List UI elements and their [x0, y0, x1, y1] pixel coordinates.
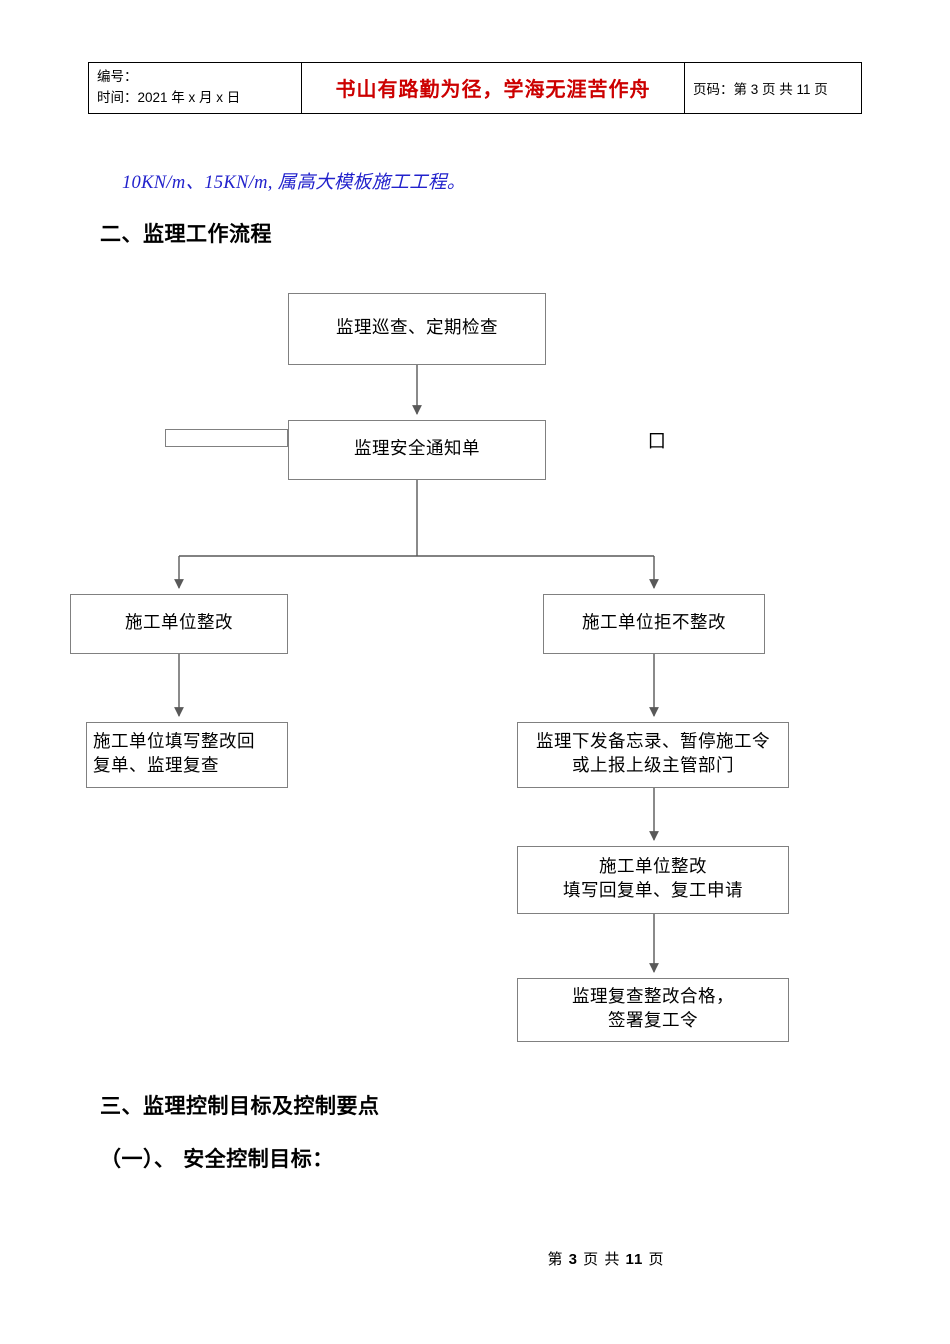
flow-node-safety-notice: 监理安全通知单 — [288, 420, 546, 480]
flow-node-inspection: 监理巡查、定期检查 — [288, 293, 546, 365]
section-heading-two: 二、监理工作流程 — [100, 222, 272, 246]
intro-italic-text: 10KN/m、15KN/m, 属高大模板施工工程。 — [122, 173, 466, 193]
footer-suffix: 页 — [648, 1251, 665, 1268]
footer-middle: 页 共 — [583, 1251, 621, 1268]
flow-node-reply-form: 施工单位填写整改回 复单、监理复查 — [86, 722, 288, 788]
flow-marker-glyph: 囗 — [648, 432, 666, 452]
flow-node-resume-application: 施工单位整改 填写回复单、复工申请 — [517, 846, 789, 914]
footer-prefix: 第 — [547, 1251, 564, 1268]
section-heading-three: 三、监理控制目标及控制要点 — [100, 1094, 380, 1118]
flow-node-contractor-refuses: 施工单位拒不整改 — [543, 594, 765, 654]
header-slogan: 书山有路勤为径，学海无涯苦作舟 — [301, 62, 685, 114]
flow-node-memo-stop-order: 监理下发备忘录、暂停施工令 或上报上级主管部门 — [517, 722, 789, 788]
flow-node-empty-tag — [165, 429, 288, 447]
flow-node-resume-order-signed: 监理复查整改合格， 签署复工令 — [517, 978, 789, 1042]
flow-node-contractor-rectifies: 施工单位整改 — [70, 594, 288, 654]
header-number-label: 编号： — [97, 69, 138, 84]
header-date-label: 时间：2021 年 x 月 x 日 — [97, 89, 241, 105]
header-meta-cell: 编号： 时间：2021 年 x 月 x 日 — [88, 62, 302, 114]
header-table: 编号： 时间：2021 年 x 月 x 日 书山有路勤为径，学海无涯苦作舟 页码… — [88, 62, 862, 114]
page-footer: 第 3 页 共 11 页 — [0, 1248, 950, 1269]
footer-page-number: 3 — [568, 1251, 578, 1268]
section-heading-three-a: （一）、 安全控制目标： — [100, 1147, 334, 1171]
footer-total-pages: 11 — [625, 1251, 644, 1268]
header-page-label: 页码：第 3 页 共 11 页 — [684, 62, 862, 114]
